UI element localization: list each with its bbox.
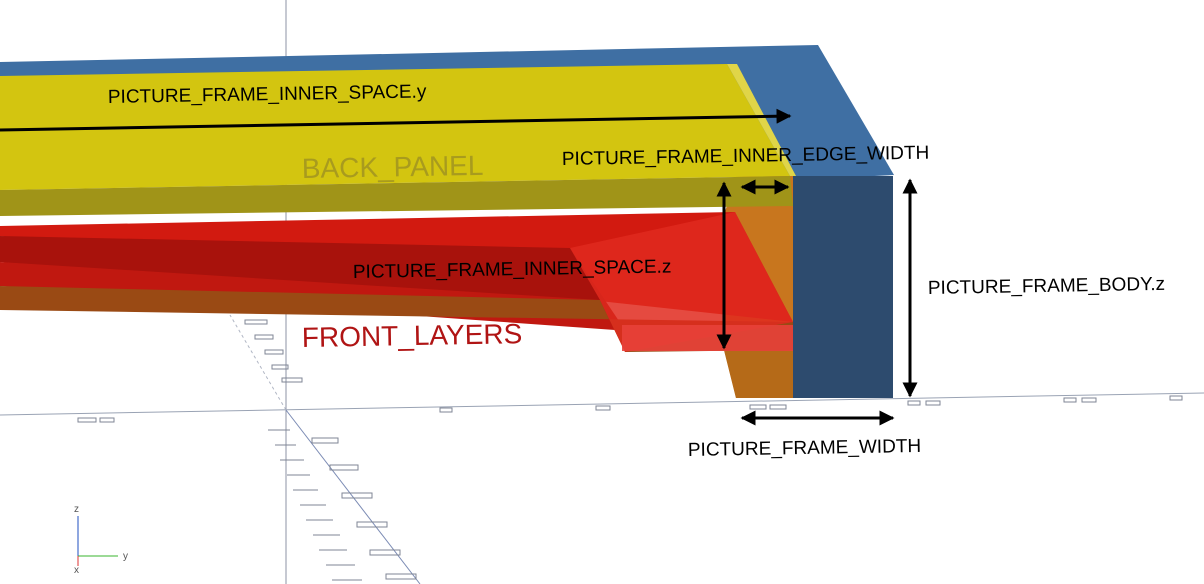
back-panel-top (0, 64, 790, 190)
inner-space-y-arrow (0, 108, 792, 132)
dimension-arrows (0, 108, 918, 426)
front-layers-lip (622, 325, 793, 351)
frame-body-left-face (724, 350, 793, 398)
gizmo-x-label: x (74, 565, 79, 576)
axis-tick-marks (77, 319, 1183, 580)
gizmo-z-label: z (74, 504, 79, 515)
axis-ruler-ticks (268, 429, 362, 581)
front-layers-lower (0, 286, 793, 352)
label-frame-width: PICTURE_FRAME_WIDTH (688, 436, 922, 461)
back-panel-front (0, 176, 793, 216)
front-layers-inner (570, 212, 793, 352)
back-panel-end (727, 64, 796, 176)
gizmo-y-label: y (123, 551, 128, 562)
axes-gizmo: z y x (74, 504, 128, 576)
frame-body-front (793, 176, 893, 398)
label-body-z: PICTURE_FRAME_BODY.z (928, 274, 1166, 299)
label-back-panel: BACK_PANEL (302, 150, 484, 184)
label-front-layers: FRONT_LAYERS (302, 318, 523, 353)
